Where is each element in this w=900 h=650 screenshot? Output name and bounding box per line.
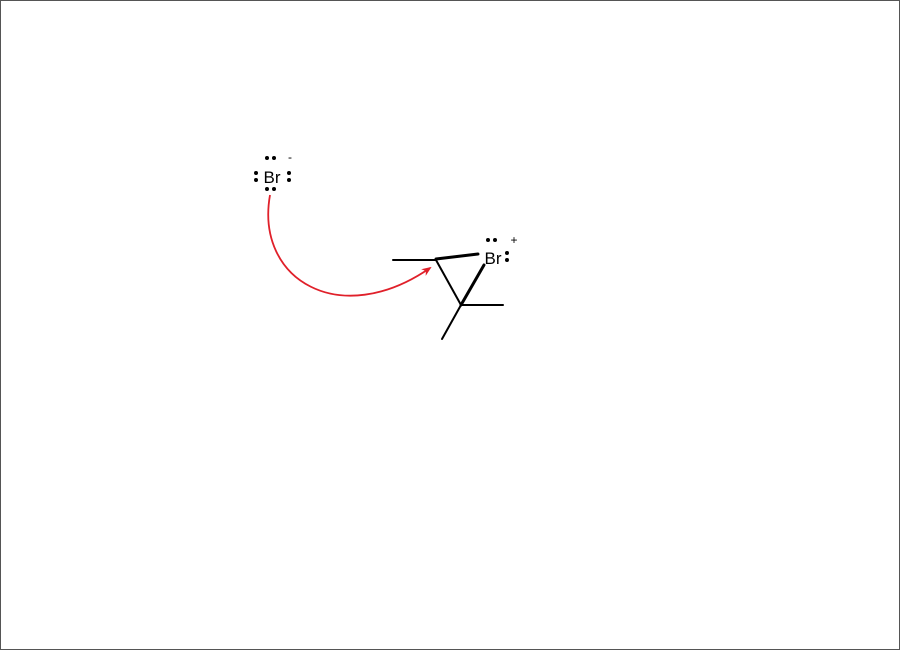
electron-arrow xyxy=(267,194,432,297)
carbon-bromine-bond xyxy=(459,263,486,307)
bromide-anion: Br - xyxy=(254,150,292,191)
lone-pair-dot xyxy=(486,238,490,242)
lone-pair-dot xyxy=(265,187,269,191)
lone-pair-dot xyxy=(493,238,497,242)
bromonium-symbol: Br xyxy=(485,249,502,268)
bromide-symbol: Br xyxy=(264,168,281,187)
lone-pair-dot xyxy=(254,171,258,175)
bromonium-atom: Br + xyxy=(485,233,518,268)
bromide-lone-pairs xyxy=(254,156,291,191)
lone-pair-dot xyxy=(505,251,509,255)
methyl-bond xyxy=(441,304,462,340)
bromonium-charge: + xyxy=(510,233,517,247)
lone-pair-dot xyxy=(505,258,509,262)
lone-pair-dot xyxy=(287,178,291,182)
carbon-carbon-bond xyxy=(435,259,462,306)
bromonium-lone-pairs xyxy=(486,238,509,262)
lone-pair-dot xyxy=(272,187,276,191)
bromide-charge: - xyxy=(288,150,292,164)
lone-pair-dot xyxy=(265,156,269,160)
lone-pair-dot xyxy=(287,171,291,175)
lone-pair-dot xyxy=(272,156,276,160)
carbon-bromine-bond xyxy=(434,252,480,261)
bromonium-ion xyxy=(392,252,504,340)
lone-pair-dot xyxy=(254,178,258,182)
